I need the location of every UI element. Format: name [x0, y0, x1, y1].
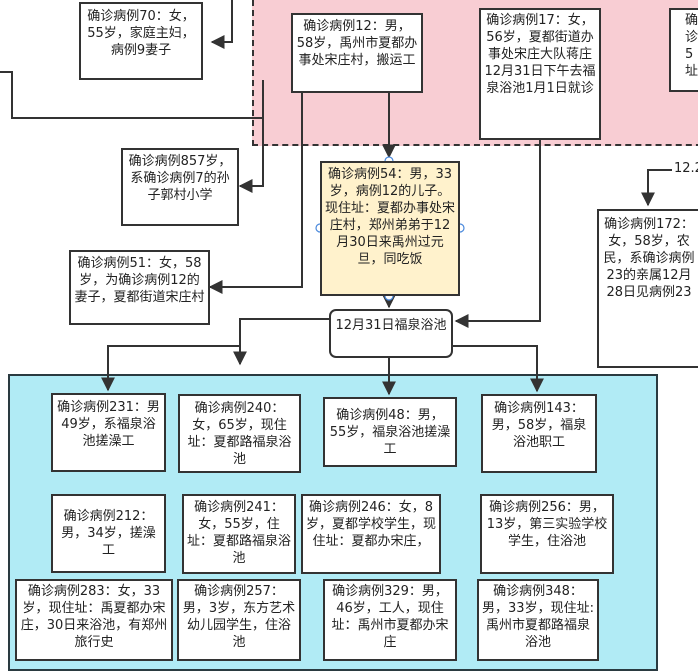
case-node-283[interactable]: 确诊病例283：女，33岁，现住址：禹夏都办宋庄，30日来浴池，有郑州旅行史 [15, 579, 173, 661]
edge-label-partial: 12.2 [672, 161, 698, 176]
case-node-348[interactable]: 确诊病例348：男，33岁，现住址:禹州市夏都路福泉浴池 [477, 579, 599, 661]
case-node-70[interactable]: 确诊病例70：女，55岁，家庭主妇，病例9妻子 [79, 2, 203, 80]
case-node-257[interactable]: 确诊病例257：男，3岁，东方艺术幼儿园学生，住浴池 [177, 579, 301, 661]
case-node-256[interactable]: 确诊病例256：男，13岁，第三实验学校学生，住浴池 [480, 494, 614, 574]
edge-to-case70 [210, 0, 233, 49]
case-node-240[interactable]: 确诊病例240：女，65岁，现住址：夏都路福泉浴池 [178, 394, 301, 473]
case-node-172[interactable]: 确诊病例172：女，58岁，农民，系确诊病例23的亲属12月28日见病例23 [597, 209, 698, 368]
case-node-17[interactable]: 确诊病例17：女，56岁，夏都街道办事处宋庄大队蒋庄12月31日下午去福泉浴池1… [479, 8, 601, 140]
edge-case12-case51 [208, 92, 303, 294]
case-node-54[interactable]: 确诊病例54：男，33岁，病例12的儿子。现住址：夏都办事处宋庄村，郑州弟弟于1… [320, 161, 460, 296]
case-node-143[interactable]: 确诊病例143：男，58岁，福泉浴池职工 [481, 394, 597, 473]
case-node-241[interactable]: 确诊病例241：女，55岁，住址：夏都路福泉浴池 [182, 494, 296, 574]
case-node-12[interactable]: 确诊病例12：男，58岁，禹州市夏都办事处宋庄村，搬运工 [291, 13, 423, 93]
case-node-85[interactable]: 确诊病例857岁，系确诊病例7的孙子郭村小学 [121, 148, 239, 226]
edge-hub-children [233, 318, 330, 366]
case-node-231[interactable]: 确诊病例231：男49岁，系福泉浴池搓澡工 [51, 393, 166, 472]
case-node-partial-right[interactable]: 确诊 5 址 [669, 8, 698, 92]
case-node-48[interactable]: 确诊病例48：男，55岁，福泉浴池搓澡工 [323, 397, 457, 467]
case-node-212[interactable]: 确诊病例212：男，34岁，搓澡工 [51, 494, 166, 573]
edge-case70-case85 [238, 80, 264, 193]
case-node-329[interactable]: 确诊病例329：男，46岁，工人，现住址：禹州市夏都办宋庄 [323, 579, 457, 661]
hub-node-fuquan-bathhouse[interactable]: 12月31日福泉浴池 [329, 309, 453, 358]
case-node-51[interactable]: 确诊病例51：女，58岁，为确诊病例12的妻子，夏都街道宋庄村 [69, 250, 210, 325]
edge-case17-hub [454, 140, 541, 328]
case-node-246[interactable]: 确诊病例246：女，8岁，夏都学校学生，现住址：夏都办宋庄， [301, 494, 441, 574]
